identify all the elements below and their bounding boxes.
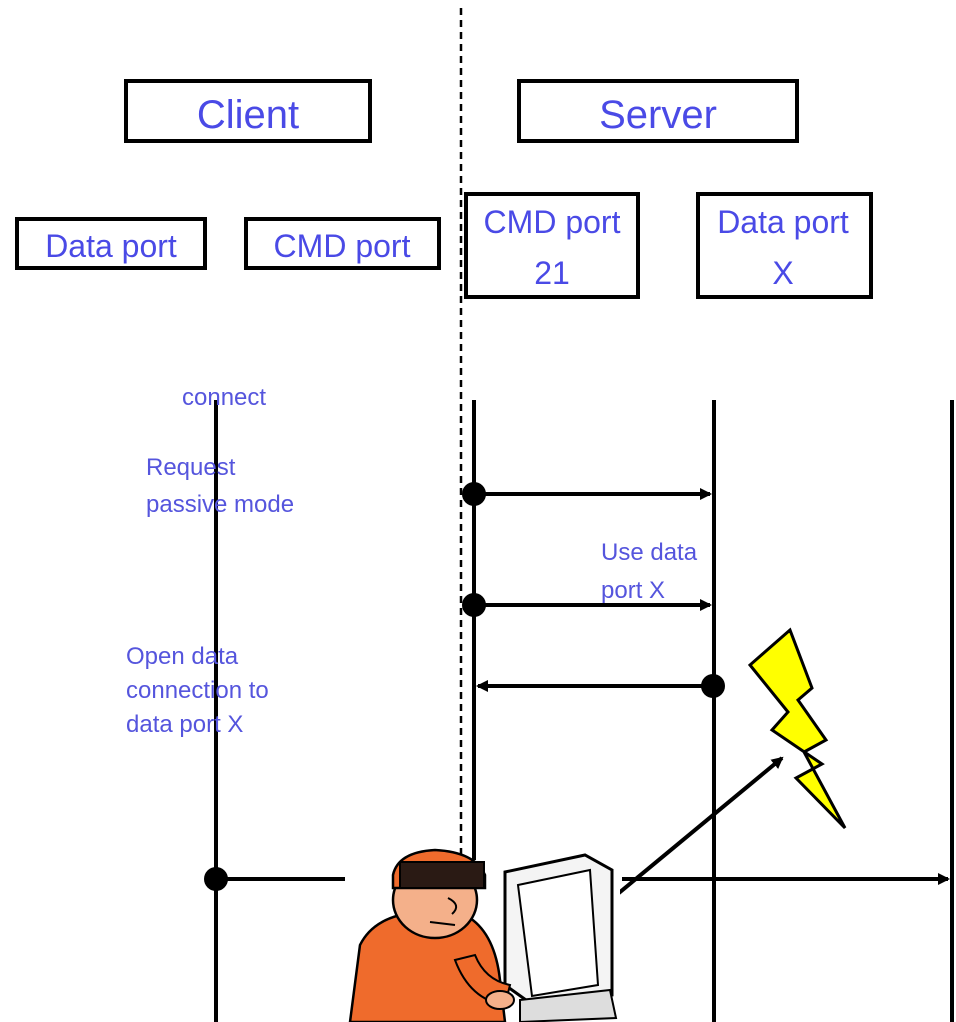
request-note-line2: passive mode: [146, 491, 294, 518]
server-data-port-box: [696, 192, 873, 299]
hijacked-data-connection-arrow: [204, 867, 950, 891]
open-data-note-line3: data port X: [126, 711, 243, 738]
client-label: Client: [197, 93, 299, 137]
server-data-port-label: Data port: [717, 204, 849, 240]
request-note-line1: Request: [146, 454, 236, 481]
open-data-note-line1: Open data: [126, 643, 239, 670]
client-box: [124, 79, 372, 143]
attacker-arrow: [606, 756, 784, 904]
hacker-at-computer-icon: [345, 848, 620, 1022]
server-cmd-port-box: [464, 192, 640, 299]
open-data-note-line2: connection to: [126, 677, 269, 704]
use-data-note-line2: port X: [601, 577, 665, 604]
request-passive-arrow: [462, 482, 712, 506]
use-data-port-arrow: [462, 593, 712, 617]
server-box: [517, 79, 799, 143]
client-data-port-label: Data port: [45, 228, 177, 264]
client-cmd-port-box: [244, 217, 441, 270]
server-cmd-port-number: 21: [534, 255, 570, 291]
client-cmd-port-label: CMD port: [274, 228, 411, 264]
server-label: Server: [599, 93, 717, 137]
server-data-port-letter: X: [772, 255, 793, 291]
lightning-bolt-icon: [747, 627, 847, 830]
connect-note: connect: [182, 384, 266, 411]
server-cmd-port-label: CMD port: [484, 204, 621, 240]
open-data-connection-arrow: [476, 674, 725, 698]
use-data-note-line1: Use data: [601, 539, 698, 566]
client-data-port-box: [15, 217, 207, 270]
